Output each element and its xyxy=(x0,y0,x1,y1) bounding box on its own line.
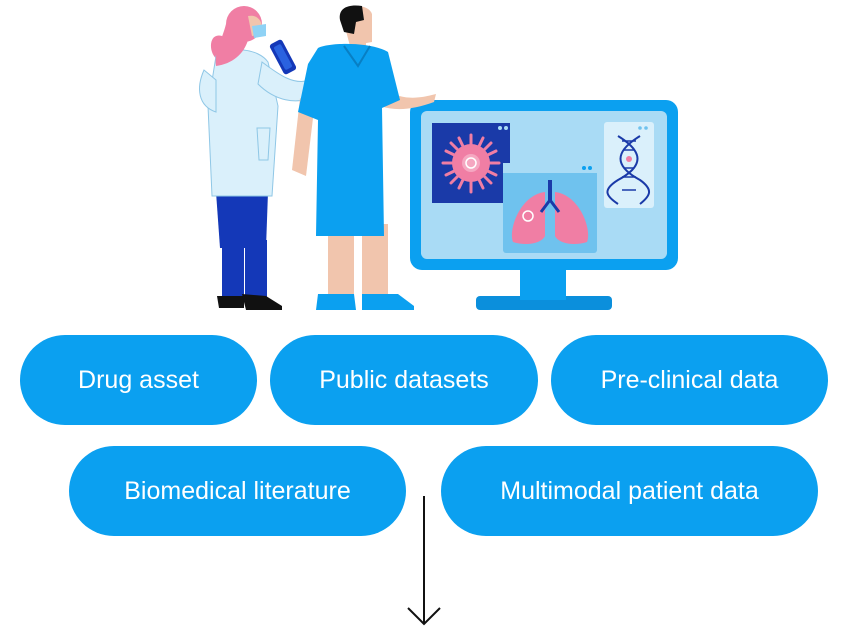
biomedical-literature-label: Biomedical literature xyxy=(124,476,351,505)
lungs-scan-icon xyxy=(503,163,597,253)
clinical-illustration xyxy=(199,5,678,310)
dna-helix-icon xyxy=(604,122,654,208)
pre-clinical-data-pill: Pre-clinical data xyxy=(551,335,828,425)
public-datasets-pill: Public datasets xyxy=(270,335,538,425)
pre-clinical-data-label: Pre-clinical data xyxy=(600,365,779,394)
multimodal-patient-data-pill: Multimodal patient data xyxy=(441,446,818,536)
doctor-figure-icon xyxy=(199,6,330,310)
multimodal-patient-data-label: Multimodal patient data xyxy=(500,476,759,505)
drug-asset-label: Drug asset xyxy=(78,365,199,394)
public-datasets-label: Public datasets xyxy=(319,365,489,394)
cell-scan-icon xyxy=(432,123,510,203)
patient-figure-icon xyxy=(292,5,436,310)
down-arrow-icon xyxy=(407,496,441,626)
drug-asset-pill: Drug asset xyxy=(20,335,257,425)
biomedical-literature-pill: Biomedical literature xyxy=(69,446,406,536)
